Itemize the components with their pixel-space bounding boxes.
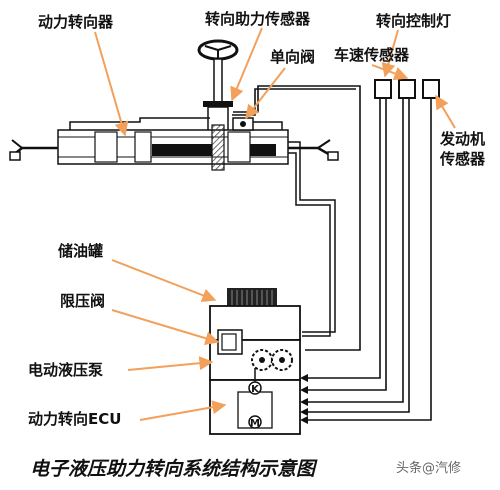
label-electric-pump: 电动液压泵: [28, 361, 103, 379]
label-engine-sensor-line1: 发动机: [439, 130, 485, 148]
steering-wheel: [197, 39, 239, 61]
power-steering-gear: [9, 117, 339, 171]
wire-arrows: [300, 374, 308, 424]
check-valve: [232, 117, 254, 131]
label-torque-sensor: 转向助力传感器: [205, 10, 311, 28]
label-steering-indicator: 转向控制灯: [376, 12, 451, 30]
leader-arrows: [94, 27, 456, 421]
label-power-steering-gear: 动力转向器: [38, 13, 114, 31]
signal-wires: [232, 85, 432, 421]
label-reservoir: 储油罐: [58, 242, 103, 260]
label-relief-valve: 限压阀: [60, 292, 105, 310]
engine-sensor-box: [422, 79, 440, 99]
pump-unit: K M: [209, 288, 301, 435]
speed-sensor-box: [398, 79, 416, 99]
label-speed-sensor: 车速传感器: [334, 46, 410, 64]
pump-mark-k: K: [251, 384, 260, 395]
diagram-caption: 电子液压助力转向系统结构示意图: [30, 458, 318, 480]
label-ecu: 动力转向ECU: [28, 410, 121, 428]
pump-mark-m: M: [250, 418, 260, 429]
steering-indicator-box: [374, 79, 392, 99]
watermark: 头条@汽修: [396, 460, 461, 476]
label-engine-sensor-line2: 传感器: [439, 150, 486, 168]
label-check-valve: 单向阀: [270, 48, 315, 66]
